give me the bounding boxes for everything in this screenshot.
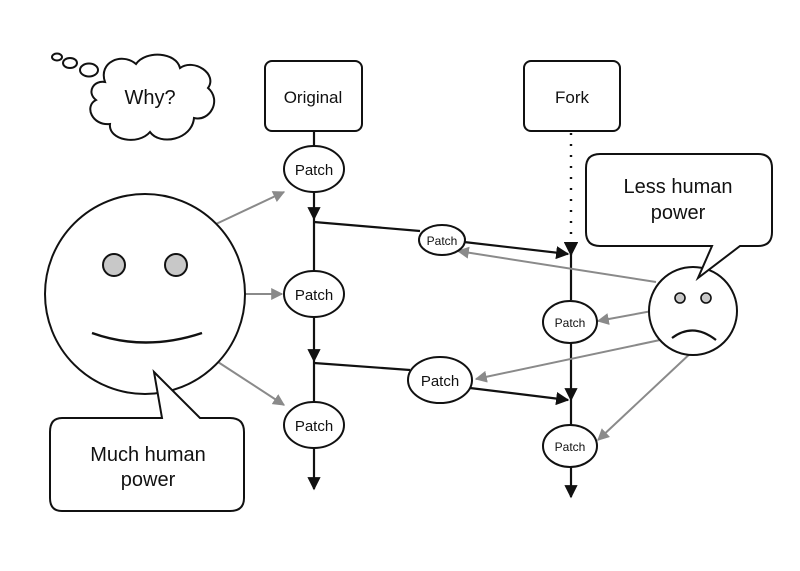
thought-dot-small (51, 52, 63, 62)
patch-node-fork-2: Patch (542, 424, 598, 468)
fork-label: Fork (555, 88, 590, 107)
smile-mouth (91, 331, 203, 344)
frown-mouth (671, 329, 717, 341)
eye-icon (700, 292, 712, 304)
much-power-line-2: power (121, 469, 176, 491)
patch-label: Patch (555, 316, 586, 330)
patch-node-fork-1: Patch (542, 300, 598, 344)
patch-label: Patch (421, 373, 459, 390)
original-label: Original (284, 88, 343, 107)
much-power-line-1: Much human (90, 444, 206, 466)
eye-icon (674, 292, 686, 304)
patch-node-original-2: Patch (283, 270, 345, 318)
patch-label: Patch (295, 162, 333, 179)
contribution-arrows (215, 191, 695, 441)
thought-dot-medium (62, 57, 78, 69)
thought-cloud: Why? (51, 52, 215, 141)
less-power-line-1: Less human (624, 176, 733, 198)
fork-repo-box: Fork (523, 60, 621, 132)
patch-label: Patch (427, 234, 458, 248)
smiling-face-icon (44, 193, 246, 395)
patch-node-original-3: Patch (283, 401, 345, 449)
eye-icon (164, 253, 188, 277)
patch-label: Patch (295, 287, 333, 304)
patch-node-merge-2: Patch (407, 356, 473, 404)
speech-bubble-much: Much human power (49, 369, 245, 512)
patch-node-merge-1: Patch (418, 224, 466, 256)
speech-bubble-less: Less human power (585, 153, 773, 282)
patch-node-original-1: Patch (283, 145, 345, 193)
cloud-shape (89, 53, 215, 141)
sad-face-icon (648, 266, 738, 356)
eye-icon (102, 253, 126, 277)
patch-label: Patch (295, 418, 333, 435)
patch-label: Patch (555, 440, 586, 454)
thought-text: Why? (124, 87, 175, 109)
original-repo-box: Original (264, 60, 363, 132)
less-power-line-2: power (651, 202, 706, 224)
merge-lines (313, 220, 570, 406)
thought-dot-large (79, 62, 99, 78)
